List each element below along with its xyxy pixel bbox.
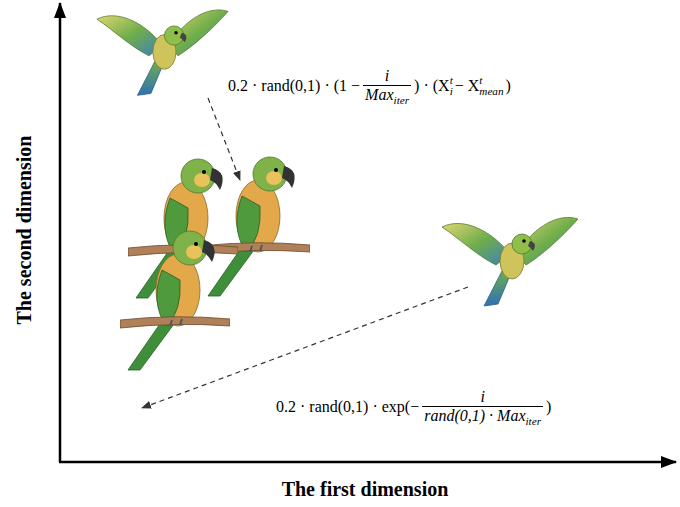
dashed-arrow (208, 98, 240, 180)
formula-text: 0.2 · rand(0,1) · exp(− (276, 398, 419, 416)
formula: 0.2 · rand(0,1) · (1 −iMaxiter) · (Xti− … (228, 67, 511, 105)
formula-fraction: iMaxiter (363, 67, 411, 105)
axis-label: The second dimension (13, 136, 36, 325)
flying-parrot (442, 217, 578, 306)
formula-subscript: iter (394, 94, 410, 106)
perched-parrot (120, 231, 230, 370)
formula-superscript: t (479, 75, 503, 86)
flying-parrot (97, 10, 228, 95)
formula-fraction: irand(0,1) · Maxiter (422, 388, 543, 426)
y-axis (59, 3, 62, 462)
formula: 0.2 · rand(0,1) · exp(−irand(0,1) · Maxi… (276, 388, 551, 426)
formula-subscript: i (450, 86, 453, 97)
formula-text: 0.2 · rand(0,1) · (1 − (228, 77, 360, 95)
formula-text: ) · (X (414, 77, 450, 95)
formula-text: Max (365, 86, 393, 103)
fraction-denominator: Maxiter (363, 85, 411, 104)
fraction-numerator: i (478, 388, 486, 406)
formula-index: tmean (479, 75, 503, 97)
dashed-arrow (142, 287, 468, 408)
fraction-denominator: rand(0,1) · Maxiter (422, 406, 543, 425)
axis-label: The first dimension (282, 478, 449, 501)
formula-text: − X (455, 77, 480, 95)
formula-subscript: iter (526, 415, 542, 427)
formula-text: i (385, 67, 389, 84)
formula-superscript: t (450, 75, 453, 86)
formula-text: ) (546, 398, 551, 416)
formula-text: i (480, 388, 484, 405)
formula-index: ti (450, 75, 453, 97)
fraction-numerator: i (383, 67, 391, 85)
formula-subscript: mean (479, 86, 503, 97)
formula-text: rand(0,1) · Max (424, 407, 525, 424)
formula-text: ) (506, 77, 511, 95)
x-axis (59, 461, 676, 464)
